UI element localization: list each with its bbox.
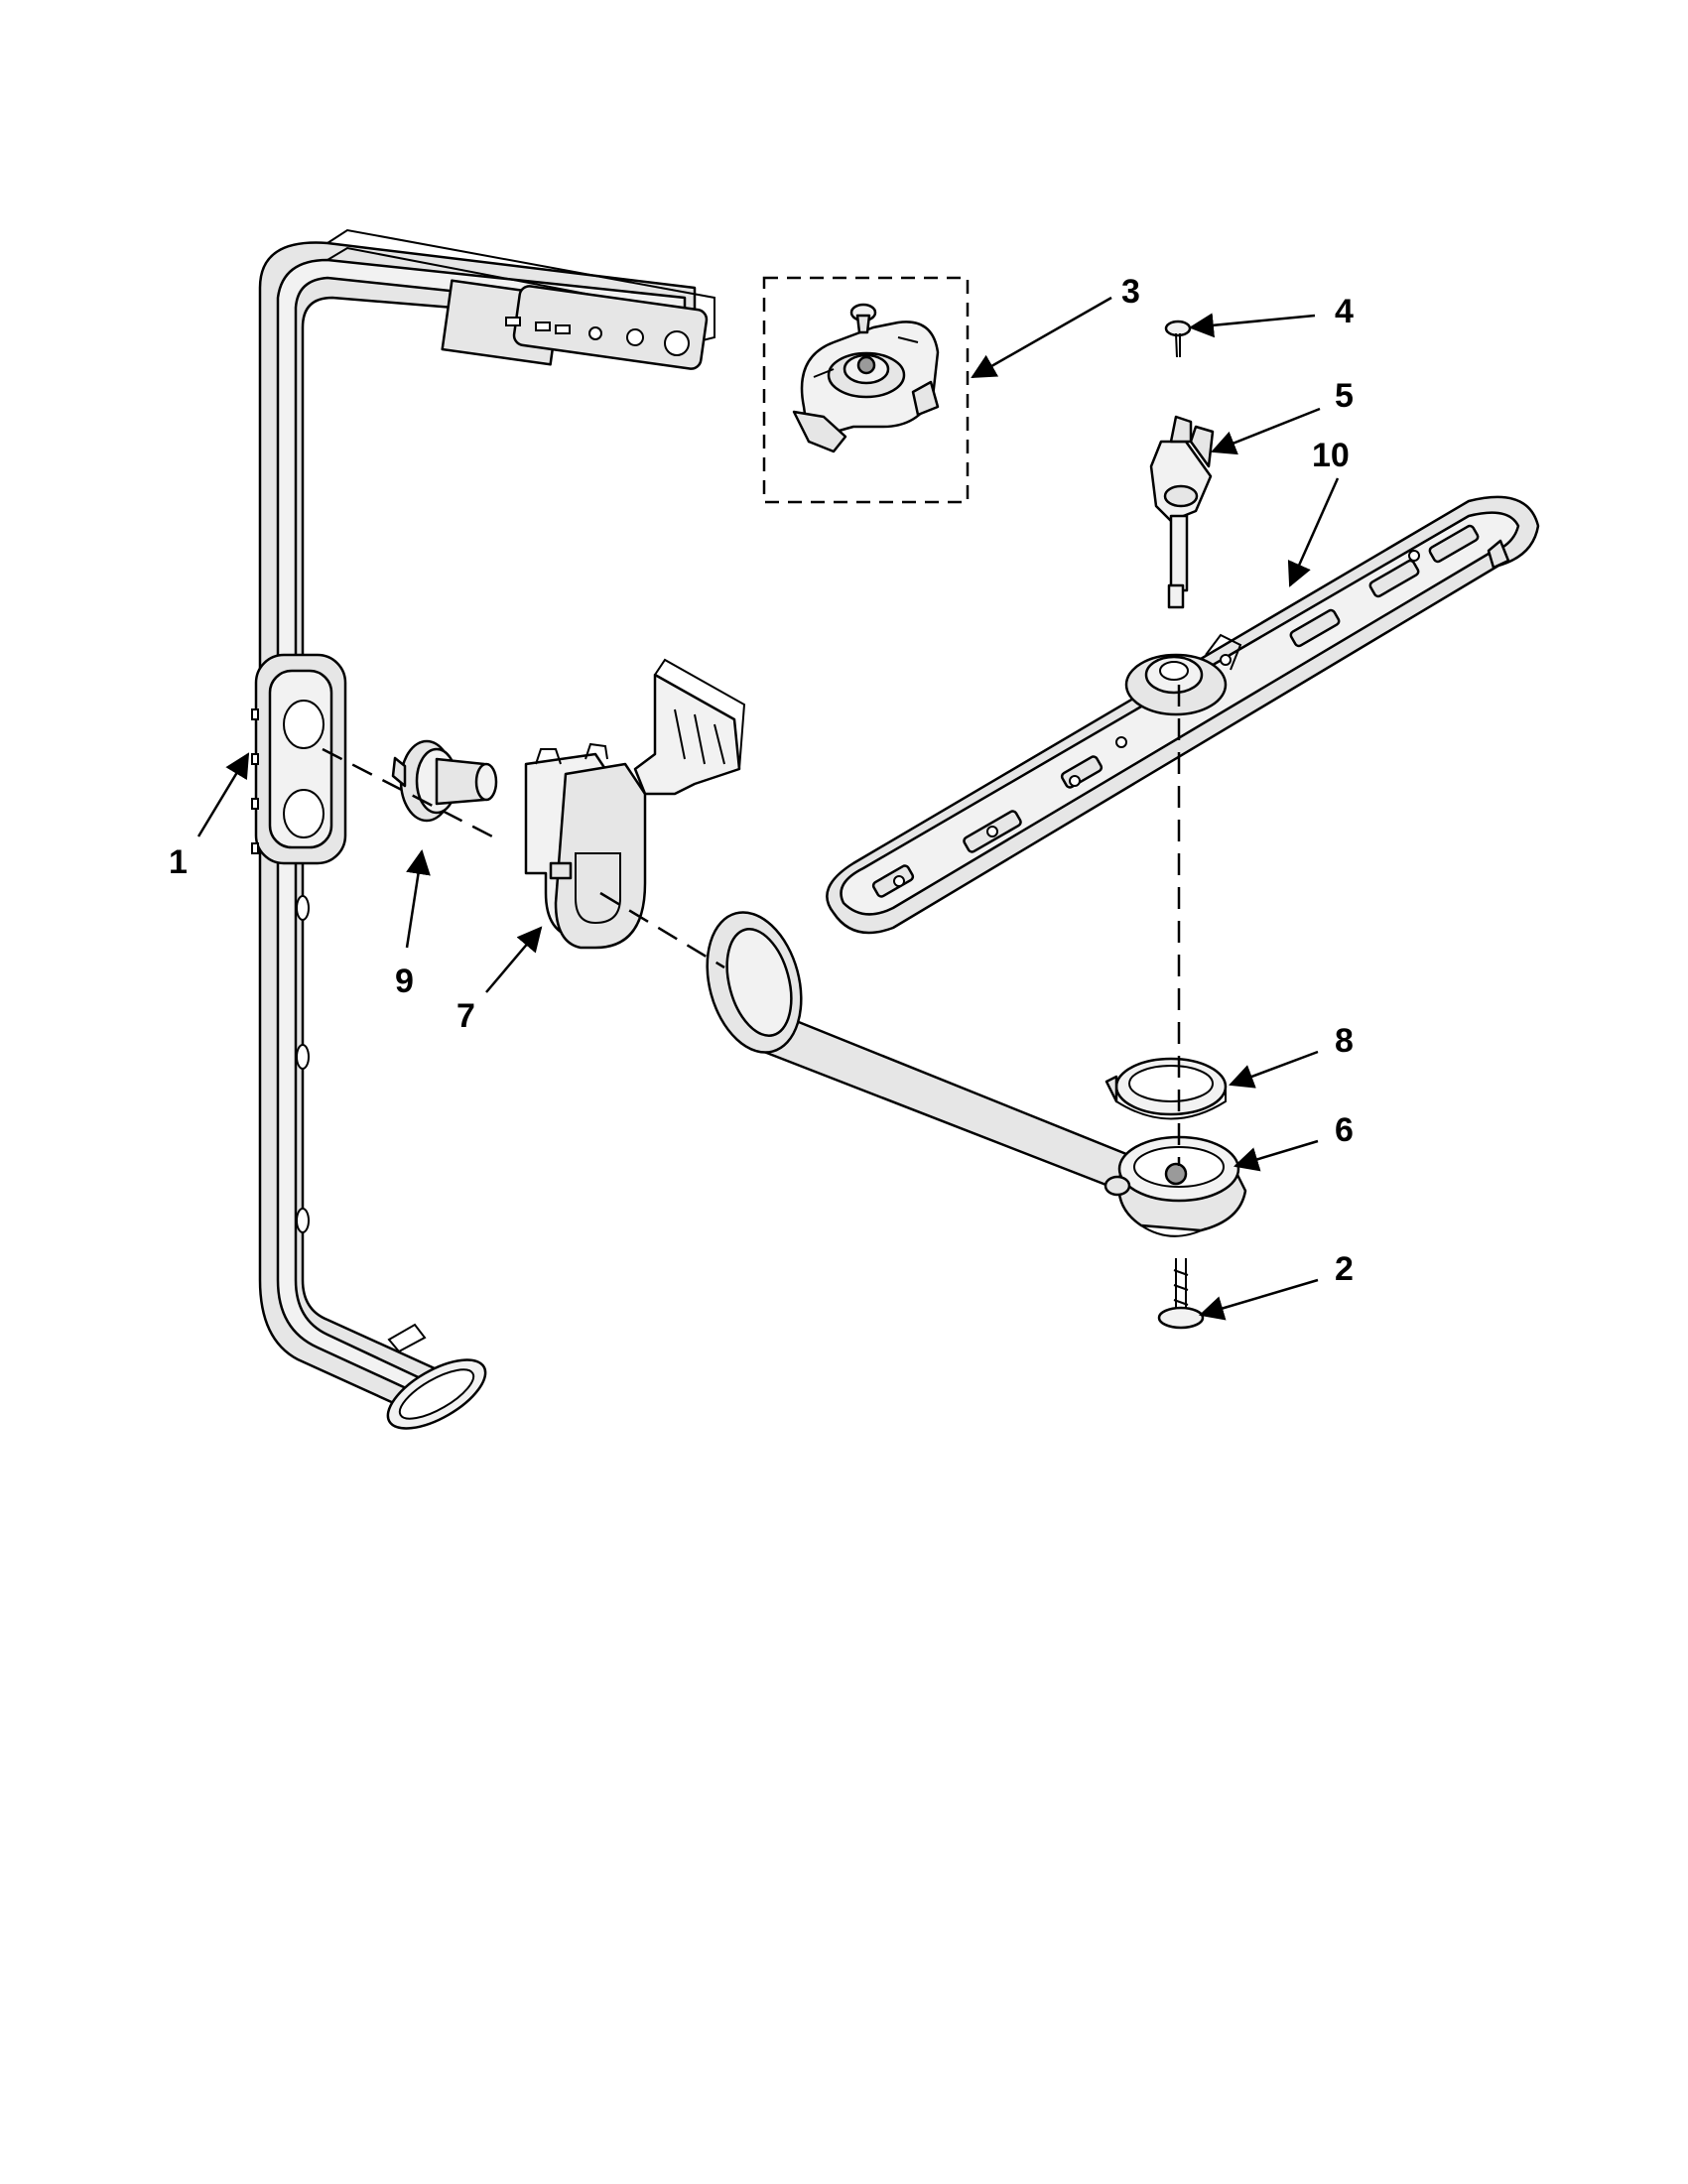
part-1-supply-tube: [251, 228, 715, 1430]
callout-4: 4: [1335, 293, 1354, 330]
callout-8: 8: [1335, 1022, 1354, 1060]
part-2-screw: [1157, 1258, 1205, 1330]
part-3-kit-box: [762, 276, 970, 504]
callout-3: 3: [1121, 273, 1140, 311]
callout-9: 9: [395, 963, 414, 1000]
part-4-screw: [1164, 320, 1192, 358]
callout-10: 10: [1312, 437, 1350, 474]
callout-2: 2: [1335, 1250, 1354, 1288]
part-3-hub: [792, 303, 940, 453]
part-7-bracket: [524, 658, 746, 950]
leaders: [196, 296, 1340, 1321]
part-9-valve: [391, 739, 498, 823]
callout-7: 7: [456, 997, 475, 1035]
part-5-clip: [1149, 415, 1215, 609]
part-10-spray-arm: [826, 495, 1540, 935]
alignment-line-bracket-manifold: [599, 891, 725, 969]
part-8-ring: [1104, 1057, 1228, 1120]
callout-1: 1: [169, 843, 188, 881]
callout-6: 6: [1335, 1111, 1354, 1149]
callout-5: 5: [1335, 377, 1354, 415]
